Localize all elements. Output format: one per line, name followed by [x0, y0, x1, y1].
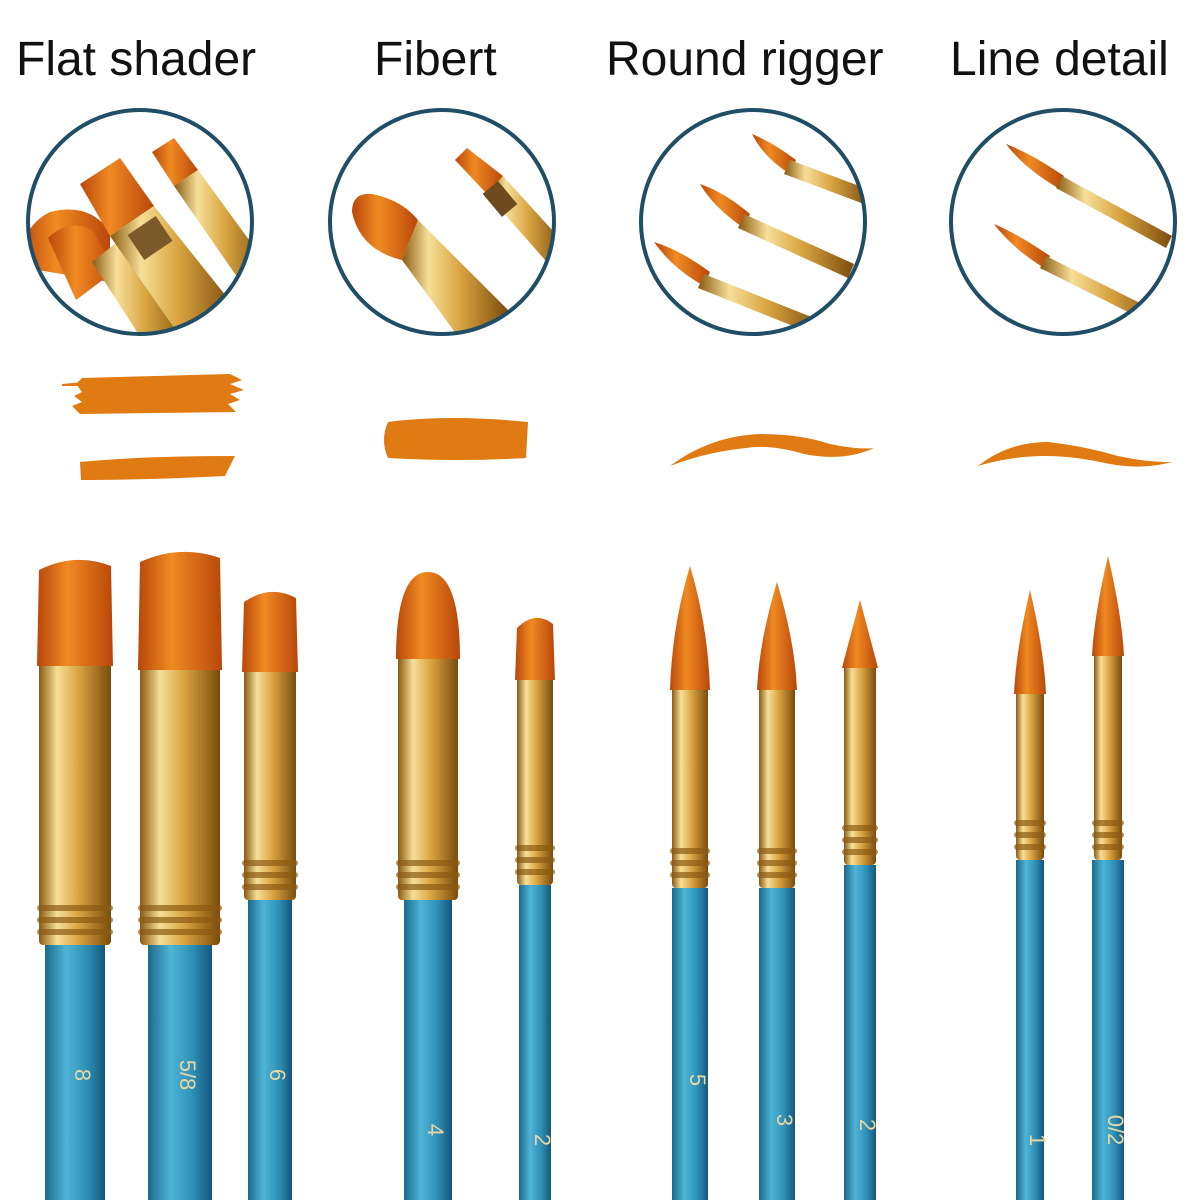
brush-handle	[1016, 860, 1044, 1200]
paintbrush: 6	[242, 591, 298, 1200]
brush-bristles	[1092, 556, 1124, 656]
brush-handle	[45, 945, 105, 1200]
paint-stroke-flat-wide	[62, 374, 244, 414]
ferrule-crimp	[670, 860, 710, 866]
closeup-circle-round-rigger	[639, 108, 867, 336]
ferrule-crimp	[515, 845, 555, 851]
ferrule-crimp	[1014, 832, 1046, 838]
ferrule-crimp	[515, 869, 555, 875]
paint-stroke-fibert	[384, 418, 528, 460]
brush-bristles	[1014, 590, 1046, 694]
paintbrush: 1	[1014, 590, 1050, 1200]
brush-size-label: 4	[423, 1124, 448, 1136]
brush-handle	[519, 885, 551, 1200]
paint-stroke-round-rigger	[670, 434, 874, 466]
brush-ferrule	[39, 662, 111, 945]
closeup-circle-flat-shader	[26, 108, 254, 336]
brush-ferrule	[140, 666, 220, 945]
ferrule-crimp	[757, 860, 797, 866]
brush-bristles	[396, 572, 460, 659]
ferrule-crimp	[242, 884, 298, 890]
brush-handle	[148, 945, 212, 1200]
brush-handle	[844, 865, 876, 1200]
ferrule-crimp	[842, 837, 878, 843]
brush-ferrule	[517, 676, 553, 885]
category-title-fibert: Fibert	[374, 33, 497, 86]
ferrule-crimp	[670, 848, 710, 854]
brush-bristles	[242, 591, 298, 672]
brush-ferrule	[672, 686, 708, 888]
paintbrush: 3	[757, 582, 797, 1200]
brush-size-label: 1	[1025, 1134, 1050, 1146]
ferrule-crimp	[37, 905, 113, 911]
ferrule-crimp	[842, 825, 878, 831]
paintbrush: 2	[515, 617, 555, 1200]
brush-size-label: 5/8	[175, 1060, 200, 1091]
brush-bristles	[138, 551, 222, 670]
closeup-circle-line-detail	[949, 108, 1177, 336]
ferrule-crimp	[37, 917, 113, 923]
ferrule-crimp	[670, 872, 710, 878]
paintbrush: 2	[842, 600, 880, 1200]
ferrule-crimp	[1014, 820, 1046, 826]
brush-handle	[248, 900, 292, 1200]
brush-size-label: 8	[70, 1069, 95, 1081]
brush-bristles	[670, 566, 710, 690]
closeup-circle-fibert	[328, 108, 556, 336]
brush-handle	[1092, 860, 1124, 1200]
ferrule-crimp	[37, 929, 113, 935]
brush-size-label: 2	[530, 1134, 555, 1146]
ferrule-crimp	[842, 849, 878, 855]
paintbrush: 8	[37, 559, 113, 1200]
category-title-flat-shader: Flat shader	[16, 33, 257, 86]
ferrule-crimp	[1092, 820, 1124, 826]
category-title-round-rigger: Round rigger	[606, 33, 884, 86]
brush-lineup: 8 5/8 6 4 2 5 3 2 1 0/2	[37, 551, 1128, 1200]
ferrule-crimp	[757, 848, 797, 854]
brush-handle	[759, 888, 795, 1200]
ferrule-crimp	[757, 872, 797, 878]
brush-size-label: 3	[772, 1114, 797, 1126]
paintbrush: 5/8	[138, 551, 222, 1200]
brush-size-label: 6	[265, 1069, 290, 1081]
paint-stroke-line-detail	[978, 442, 1172, 467]
ferrule-crimp	[138, 917, 222, 923]
ferrule-crimp	[138, 905, 222, 911]
ferrule-crimp	[1092, 844, 1124, 850]
ferrule-crimp	[138, 929, 222, 935]
ferrule-crimp	[396, 872, 460, 878]
brush-handle	[404, 900, 452, 1200]
brush-size-label: 5	[685, 1074, 710, 1086]
brush-bristles	[515, 617, 555, 680]
brush-handle	[672, 888, 708, 1200]
brush-ferrule	[1094, 652, 1122, 860]
brush-ferrule	[1016, 690, 1044, 860]
ferrule-crimp	[1092, 832, 1124, 838]
brush-ferrule	[759, 686, 795, 888]
paintbrush: 0/2	[1092, 556, 1128, 1200]
brush-size-label: 2	[855, 1119, 880, 1131]
brush-bristles	[37, 559, 113, 666]
brush-bristles	[842, 600, 878, 668]
brush-ferrule	[844, 664, 876, 865]
paintbrush: 5	[670, 566, 710, 1200]
ferrule-crimp	[515, 857, 555, 863]
brush-ferrule	[244, 668, 296, 900]
brush-size-label: 0/2	[1103, 1115, 1128, 1146]
ferrule-crimp	[396, 884, 460, 890]
ferrule-crimp	[242, 860, 298, 866]
ferrule-crimp	[396, 860, 460, 866]
brush-ferrule	[398, 655, 458, 900]
paintbrush: 4	[396, 572, 460, 1200]
ferrule-crimp	[1014, 844, 1046, 850]
category-title-line-detail: Line detail	[950, 33, 1169, 86]
ferrule-crimp	[242, 872, 298, 878]
brush-bristles	[757, 582, 797, 690]
paint-stroke-flat-narrow	[80, 456, 235, 480]
